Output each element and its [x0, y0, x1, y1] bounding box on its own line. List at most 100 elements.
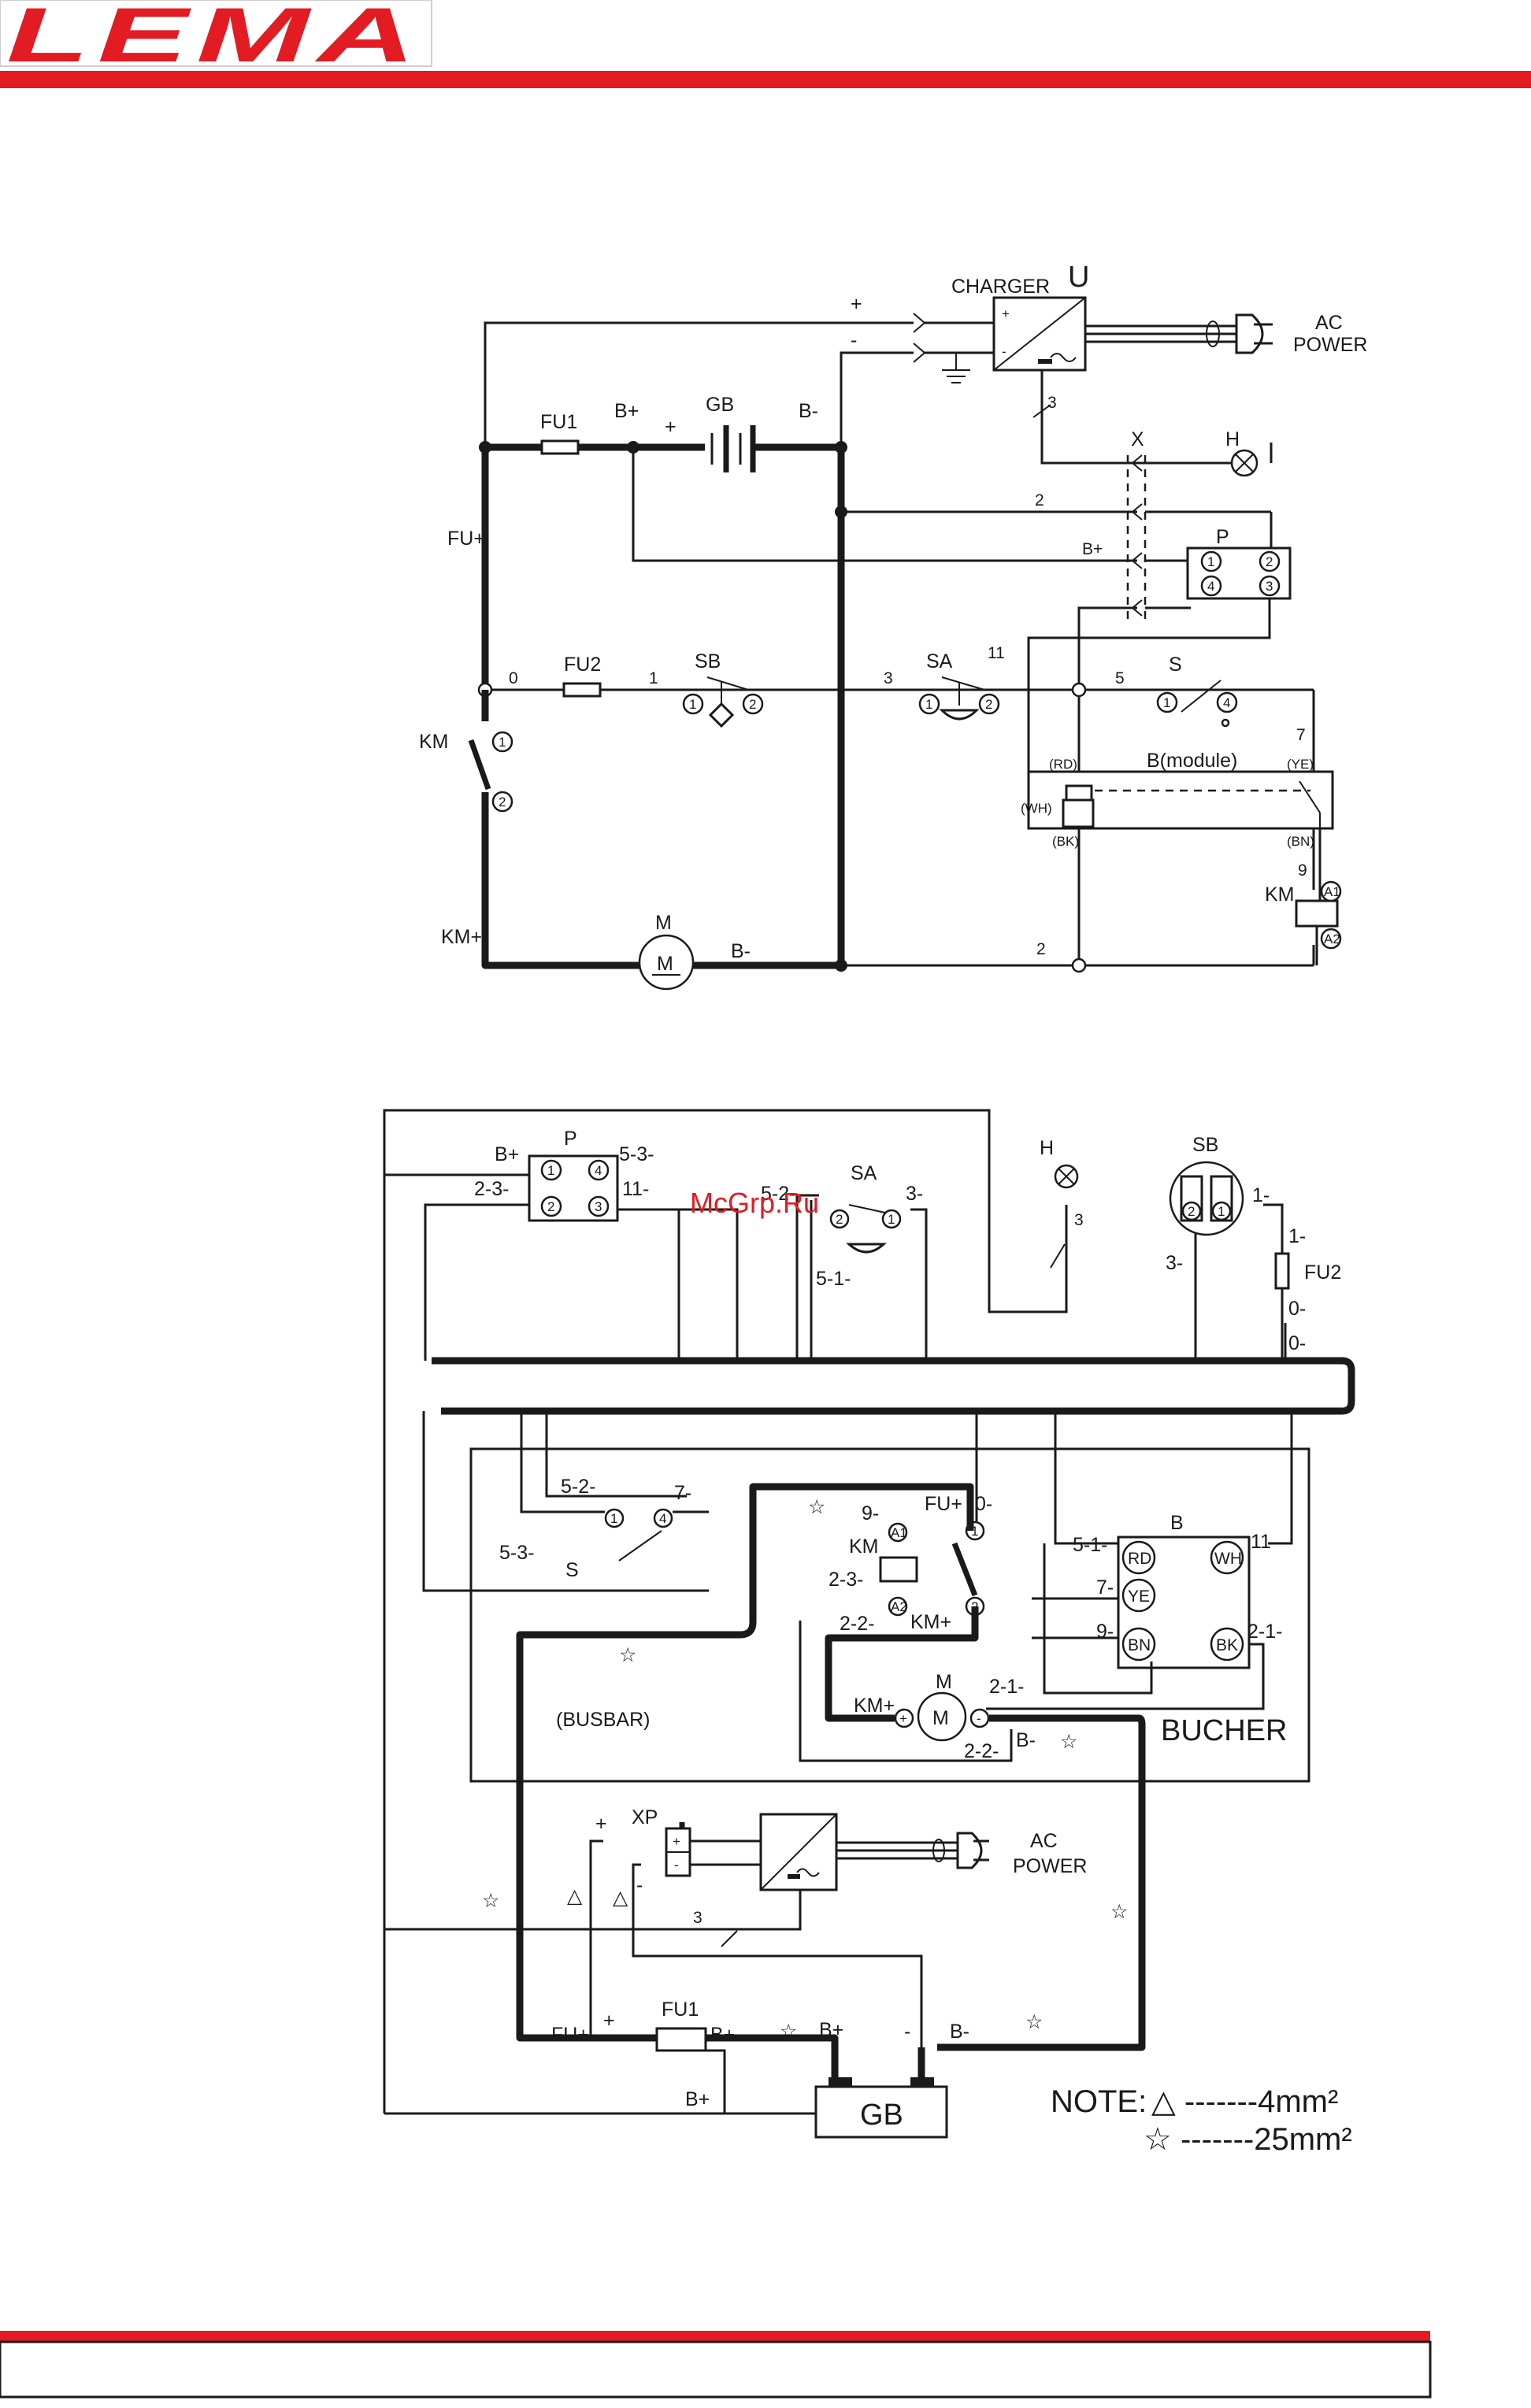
svg-text:1-: 1-	[1288, 1225, 1306, 1247]
svg-text:B: B	[1170, 1512, 1184, 1534]
junction-dot	[479, 441, 491, 454]
fu1-gb-wiring: FU1 FU+ + B+ B+ B+ - B- GB	[551, 1999, 969, 2139]
svg-text:1: 1	[610, 1511, 617, 1526]
junction-dot	[835, 959, 847, 972]
svg-text:FU2: FU2	[564, 654, 601, 676]
charger-label: CHARGER	[951, 276, 1050, 298]
svg-text:3: 3	[595, 1199, 602, 1214]
svg-text:7-: 7-	[1096, 1576, 1114, 1599]
svg-text:B-: B-	[799, 400, 818, 422]
svg-text:P: P	[564, 1128, 577, 1150]
svg-text:-: -	[977, 1711, 981, 1726]
svg-text:RD: RD	[1128, 1550, 1151, 1568]
svg-text:7: 7	[1296, 726, 1306, 744]
svg-text:B-: B-	[731, 940, 751, 962]
charger-ref: U	[1068, 261, 1089, 294]
svg-text:2: 2	[499, 795, 506, 809]
lamp-h: H	[1137, 428, 1259, 477]
svg-text:2: 2	[1266, 554, 1273, 569]
svg-text:1: 1	[547, 1163, 554, 1178]
svg-text:2-1-: 2-1-	[1247, 1621, 1282, 1643]
svg-text:2-3-: 2-3-	[829, 1569, 863, 1591]
junction-dot	[1071, 682, 1087, 698]
svg-text:2: 2	[836, 1212, 843, 1227]
svg-text:A1: A1	[891, 1525, 907, 1540]
switch-s: 1 4 S	[1156, 654, 1238, 728]
svg-text:5-1-: 5-1-	[1073, 1534, 1107, 1556]
svg-text:+: +	[665, 416, 677, 438]
svg-text:FU+: FU+	[447, 528, 485, 550]
battery-gb-wiring	[814, 2085, 948, 2139]
b-module-wiring: RD WH YE BN BK B 5-1- 11- 7- 9- 2-1-	[986, 1512, 1282, 1710]
svg-text:SB: SB	[695, 650, 721, 672]
svg-text:2-2-: 2-2-	[840, 1613, 874, 1635]
km-wiring: A1 A2 1 2 KM 9- FU+ 0- 2-3- 2-2- KM+	[829, 1493, 992, 1635]
charger-unit: + - CHARGER U + - 3	[851, 261, 1367, 463]
svg-text:B(module): B(module)	[1147, 750, 1237, 772]
svg-text:B+: B+	[495, 1143, 519, 1165]
svg-text:11: 11	[988, 644, 1005, 662]
header: LEMA	[0, 0, 1531, 88]
svg-text:B+: B+	[710, 2024, 735, 2046]
charger-wiring: + - XP + - AC POWER 3	[384, 1806, 1087, 2047]
svg-text:4: 4	[659, 1511, 666, 1526]
svg-text:11-: 11-	[1251, 1531, 1277, 1553]
junction-dot	[835, 441, 847, 454]
switch-sb: 1 2 SB	[682, 650, 764, 728]
svg-text:BN: BN	[1128, 1636, 1151, 1654]
svg-text:B+: B+	[1082, 540, 1103, 558]
km-contact: 1 2 KM	[419, 690, 513, 965]
svg-text:+: +	[603, 2010, 615, 2032]
svg-text:GB: GB	[706, 394, 734, 416]
svg-text:△: △	[567, 1885, 583, 1907]
svg-text:FU+: FU+	[925, 1493, 962, 1515]
svg-text:2: 2	[547, 1199, 554, 1214]
svg-text:0-: 0-	[1288, 1298, 1306, 1320]
svg-text:5-2-: 5-2-	[561, 1476, 595, 1498]
logo-text: LEMA	[6, 0, 424, 78]
svg-text:FU1: FU1	[662, 1999, 699, 2021]
svg-text:△ -------4mm²: △ -------4mm²	[1151, 2084, 1338, 2119]
svg-text:GB: GB	[860, 2099, 903, 2132]
busbar-label: (BUSBAR)	[556, 1709, 650, 1731]
svg-text:☆: ☆	[1060, 1731, 1077, 1753]
svg-text:+: +	[1002, 306, 1010, 321]
plug-p: 1 2 4 3 P	[1186, 526, 1292, 600]
svg-text:SA: SA	[926, 650, 953, 672]
svg-text:△: △	[613, 1887, 628, 1909]
svg-text:A2: A2	[1324, 932, 1340, 947]
svg-text:☆ -------25mm²: ☆ -------25mm²	[1144, 2122, 1352, 2157]
switch-sb-wiring: 2 1 SB 1- 3-	[1166, 1134, 1270, 1274]
svg-text:-: -	[1002, 344, 1006, 359]
svg-text:2-3-: 2-3-	[474, 1178, 509, 1200]
svg-text:5-3-: 5-3-	[619, 1143, 654, 1165]
svg-text:-: -	[851, 329, 857, 351]
connector-x: X 2 B+	[1035, 428, 1273, 619]
svg-text:1: 1	[925, 697, 932, 712]
svg-text:A2: A2	[891, 1599, 907, 1614]
svg-text:WH: WH	[1214, 1550, 1242, 1568]
svg-text:5-3-: 5-3-	[499, 1542, 534, 1564]
svg-text:3: 3	[1074, 1211, 1084, 1229]
svg-text:FU2: FU2	[1304, 1261, 1341, 1284]
motor-m: M M B-	[638, 912, 751, 991]
svg-text:B+: B+	[685, 2088, 710, 2110]
svg-text:1: 1	[689, 697, 696, 712]
svg-text:A1: A1	[1324, 884, 1340, 899]
svg-text:KM: KM	[849, 1536, 879, 1558]
svg-text:M: M	[932, 1707, 949, 1729]
svg-text:0-: 0-	[975, 1493, 992, 1515]
svg-text:3: 3	[693, 1909, 702, 1927]
svg-text:POWER: POWER	[1013, 1855, 1087, 1877]
svg-text:7-: 7-	[674, 1482, 691, 1504]
ac-power-label: AC	[1315, 312, 1343, 334]
watermark: McGrp.Ru	[690, 1187, 819, 1219]
svg-text:11-: 11-	[622, 1178, 649, 1200]
svg-text:B+: B+	[614, 400, 639, 422]
svg-text:5-2-: 5-2-	[761, 1183, 795, 1205]
svg-text:1: 1	[499, 735, 506, 750]
svg-text:B-: B-	[950, 2021, 969, 2043]
svg-text:☆: ☆	[1025, 2011, 1043, 2033]
svg-text:2-2-: 2-2-	[964, 1740, 999, 1762]
bucher-label: BUCHER	[1161, 1714, 1287, 1747]
